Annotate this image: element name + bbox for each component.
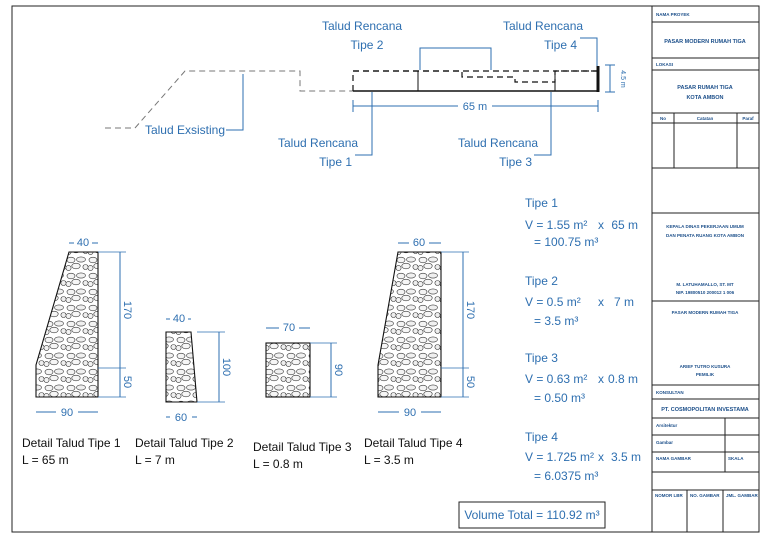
- vol2-x: x: [598, 295, 604, 309]
- detail3-top-dim: 70: [283, 322, 295, 334]
- vol1-x: x: [598, 218, 604, 232]
- vol3-area: V = 0.63 m²: [525, 372, 587, 386]
- detail3-title: Detail Talud Tipe 3: [253, 440, 352, 454]
- detail1-h1-dim: 170: [121, 301, 133, 319]
- label-tipe3-line1: Talud Rencana: [458, 136, 538, 150]
- vol3-tipe: Tipe 3: [525, 351, 558, 365]
- plan-view: [105, 37, 615, 156]
- tb-col-catatan: Catatan: [697, 116, 714, 121]
- vol3-x: x: [598, 372, 604, 386]
- vol2-area: V = 0.5 m²: [525, 295, 581, 309]
- tb-kepala-2: DAN PENATA RUANG KOTA AMBON: [666, 233, 744, 238]
- tb-row-d2: NO. GAMBAR: [690, 493, 720, 498]
- detail1-length: L = 65 m: [22, 453, 69, 467]
- tb-pemilik-label: PEMILIK: [696, 372, 715, 377]
- vol1-area: V = 1.55 m²: [525, 218, 587, 232]
- detail4-title: Detail Talud Tipe 4: [364, 436, 463, 450]
- detail2-title: Detail Talud Tipe 2: [135, 436, 234, 450]
- vol4-area: V = 1.725 m²: [525, 450, 594, 464]
- tb-row-d3: JML. GAMBAR: [726, 493, 758, 498]
- tb-row-c2: SKALA: [728, 456, 744, 461]
- tb-row-b: Gambar: [656, 440, 673, 445]
- detail4-top-dim: 60: [413, 237, 425, 249]
- detail4-bottom-dim: 90: [404, 407, 416, 419]
- tb-lokasi-2: KOTA AMBON: [686, 95, 723, 101]
- label-existing: Talud Exsisting: [145, 123, 225, 137]
- tb-lokasi-1: PASAR RUMAH TIGA: [677, 85, 733, 91]
- label-side: 4.5 m: [619, 70, 626, 88]
- vol2-result: = 3.5 m³: [534, 314, 578, 328]
- detail-tipe4: [377, 242, 469, 413]
- tb-col-no: No: [660, 116, 666, 121]
- detail2-length: L = 7 m: [135, 453, 175, 467]
- label-tipe2-line2: Tipe 2: [351, 38, 384, 52]
- detail3-length: L = 0.8 m: [253, 457, 303, 471]
- vol1-result: = 100.75 m³: [534, 235, 598, 249]
- detail4-length: L = 3.5 m: [364, 453, 414, 467]
- vol3-len: 0.8 m: [608, 372, 638, 386]
- tb-konsultan-label: KONSULTAN: [656, 390, 684, 395]
- detail2-h1-dim: 100: [220, 358, 232, 376]
- sheet-border: [11, 5, 760, 533]
- tb-col-paraf: Paraf: [742, 116, 754, 121]
- tb-row-a: Arsitektur: [656, 423, 678, 428]
- title-block: [651, 6, 759, 532]
- detail-tipe1: [35, 242, 126, 413]
- tb-row-d1: NOMOR LBR: [655, 493, 683, 498]
- label-tipe1-line1: Talud Rencana: [278, 136, 358, 150]
- tb-kepala-1: KEPALA DINAS PEKERJAAN UMUM: [666, 224, 744, 229]
- tb-nama-proyek: PASAR MODERN RUMAH TIGA: [664, 39, 746, 45]
- tb-pasar: PASAR MODERN RUMAH TIGA: [672, 310, 739, 315]
- vol4-tipe: Tipe 4: [525, 430, 558, 444]
- vol4-result: = 6.0375 m³: [534, 469, 598, 483]
- detail1-bottom-dim: 90: [61, 407, 73, 419]
- label-tipe3-line2: Tipe 3: [499, 155, 532, 169]
- label-tipe4-line2: Tipe 4: [544, 38, 577, 52]
- detail4-h1-dim: 170: [464, 301, 476, 319]
- volume-total: Volume Total = 110.92 m³: [464, 508, 599, 522]
- tb-lokasi-label: LOKASI: [656, 62, 673, 67]
- label-tipe4-line1: Talud Rencana: [503, 19, 583, 33]
- detail1-title: Detail Talud Tipe 1: [22, 436, 121, 450]
- vol2-len: 7 m: [614, 295, 634, 309]
- tb-kepala-nip: NIP. 19800510 200012 1 006: [676, 290, 735, 295]
- label-length: 65 m: [463, 101, 487, 113]
- detail2-bottom-dim: 60: [175, 412, 187, 424]
- detail2-top-dim: 40: [173, 313, 185, 325]
- detail1-h2-dim: 50: [121, 376, 133, 388]
- detail3-h1-dim: 90: [332, 364, 344, 376]
- tb-konsultan: PT. COSMOPOLITAN INVESTAMA: [661, 407, 749, 413]
- vol4-x: x: [598, 450, 604, 464]
- vol4-len: 3.5 m: [611, 450, 641, 464]
- vol1-tipe: Tipe 1: [525, 196, 558, 210]
- volume-calculations: Tipe 1 V = 1.55 m² x 65 m = 100.75 m³ Ti…: [525, 196, 641, 483]
- tb-pemilik-name: ARIEF TUTRO KUSURA: [680, 364, 731, 369]
- volume-total-box: [458, 501, 606, 529]
- tb-kepala-name: M. LATUHAMALLO, ST. MT: [676, 282, 733, 287]
- tb-row-c1: NAMA GAMBAR: [656, 456, 692, 461]
- detail1-top-dim: 40: [77, 237, 89, 249]
- vol1-len: 65 m: [611, 218, 638, 232]
- detail-tipe2: [165, 318, 225, 418]
- vol3-result: = 0.50 m³: [534, 391, 585, 405]
- detail-tipe3: [265, 327, 337, 398]
- detail4-h2-dim: 50: [464, 376, 476, 388]
- label-tipe2-line1: Talud Rencana: [322, 19, 402, 33]
- label-tipe1-line2: Tipe 1: [319, 155, 352, 169]
- tb-nama-proyek-label: NAMA PROYEK: [656, 12, 690, 17]
- vol2-tipe: Tipe 2: [525, 274, 558, 288]
